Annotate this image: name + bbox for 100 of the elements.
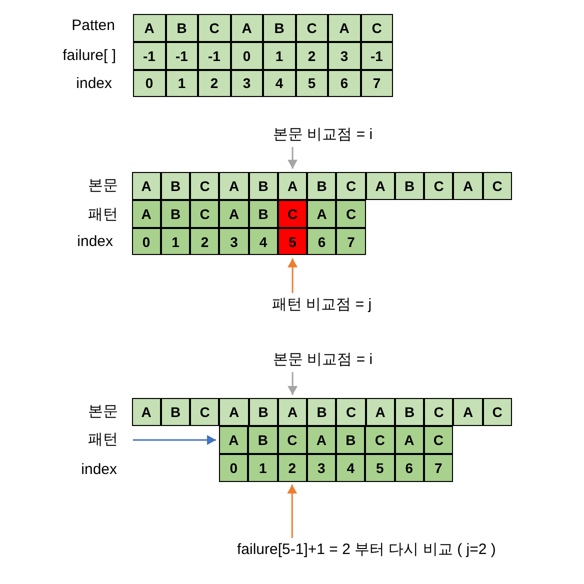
row-label: Patten: [72, 17, 115, 35]
index-cell: 1: [248, 454, 278, 482]
character-cell: B: [248, 398, 278, 426]
character-cell: A: [230, 14, 263, 42]
character-cell: A: [366, 172, 395, 200]
row-label: 본문: [88, 403, 118, 421]
character-cell: C: [190, 200, 220, 228]
row-label: index: [81, 461, 117, 479]
index-cell: 0: [219, 454, 248, 482]
character-cell: C: [190, 172, 220, 200]
character-cell: A: [394, 426, 424, 454]
character-cell: A: [132, 200, 161, 228]
row-label: 본문: [88, 177, 118, 195]
character-cell: B: [160, 200, 190, 228]
failure-value-cell: 0: [230, 42, 263, 70]
character-cell: B: [394, 398, 424, 426]
arrow: [133, 435, 216, 445]
failure-value-cell: 3: [328, 42, 360, 70]
character-cell: C: [482, 172, 512, 200]
character-cell: A: [328, 14, 360, 42]
highlighted-cell: 5: [278, 228, 308, 256]
pointer-caption: 본문 비교점 = i: [273, 351, 373, 369]
highlighted-cell: C: [278, 200, 308, 228]
arrow: [288, 258, 298, 293]
arrow: [288, 372, 298, 395]
character-cell: B: [160, 172, 190, 200]
character-cell: A: [278, 398, 308, 426]
character-cell: C: [424, 172, 454, 200]
character-cell: A: [132, 172, 161, 200]
index-cell: 4: [248, 228, 278, 256]
index-cell: 0: [133, 70, 166, 98]
character-cell: B: [248, 200, 278, 228]
index-cell: 7: [424, 454, 453, 482]
failure-value-cell: -1: [360, 42, 393, 70]
character-cell: B: [166, 14, 198, 42]
row-label: 패턴: [88, 431, 118, 449]
character-cell: C: [360, 14, 393, 42]
index-cell: 2: [278, 454, 307, 482]
index-cell: 0: [132, 228, 161, 256]
pointer-caption: 본문 비교점 = i: [273, 126, 373, 144]
character-cell: A: [219, 200, 249, 228]
character-cell: A: [278, 172, 308, 200]
arrow: [287, 484, 298, 538]
index-cell: 4: [336, 454, 366, 482]
character-cell: B: [160, 398, 190, 426]
character-cell: A: [306, 426, 336, 454]
character-cell: B: [263, 14, 296, 42]
index-cell: 2: [190, 228, 220, 256]
failure-value-cell: 1: [263, 42, 296, 70]
character-cell: C: [190, 398, 220, 426]
pointer-caption: 패턴 비교점 = j: [272, 296, 372, 314]
failure-value-cell: -1: [133, 42, 166, 70]
character-cell: C: [424, 426, 453, 454]
character-cell: A: [453, 398, 483, 426]
character-cell: C: [424, 398, 454, 426]
pointer-caption: failure[5-1]+1 = 2 부터 다시 비교 ( j=2 ): [237, 541, 496, 559]
character-cell: C: [278, 426, 307, 454]
character-cell: C: [336, 172, 366, 200]
character-cell: A: [219, 398, 249, 426]
index-cell: 1: [160, 228, 190, 256]
character-cell: C: [365, 426, 394, 454]
character-cell: A: [132, 398, 161, 426]
index-cell: 3: [230, 70, 263, 98]
failure-value-cell: -1: [166, 42, 198, 70]
index-cell: 4: [263, 70, 296, 98]
character-cell: A: [307, 200, 336, 228]
row-label: failure[ ]: [62, 47, 116, 65]
character-cell: B: [248, 426, 278, 454]
index-cell: 6: [307, 228, 336, 256]
failure-value-cell: 2: [296, 42, 328, 70]
character-cell: C: [296, 14, 328, 42]
character-cell: B: [336, 426, 366, 454]
index-cell: 7: [360, 70, 393, 98]
index-cell: 6: [394, 454, 424, 482]
character-cell: C: [482, 398, 512, 426]
character-cell: C: [336, 398, 366, 426]
failure-value-cell: -1: [198, 42, 230, 70]
index-cell: 7: [336, 228, 366, 256]
character-cell: C: [336, 200, 366, 228]
character-cell: B: [307, 398, 336, 426]
character-cell: A: [219, 426, 248, 454]
character-cell: B: [307, 172, 336, 200]
index-cell: 5: [365, 454, 394, 482]
index-cell: 5: [296, 70, 328, 98]
character-cell: C: [198, 14, 230, 42]
index-cell: 6: [328, 70, 360, 98]
character-cell: A: [453, 172, 483, 200]
index-cell: 3: [306, 454, 336, 482]
arrow: [288, 147, 298, 169]
character-cell: A: [219, 172, 249, 200]
character-cell: B: [248, 172, 278, 200]
index-cell: 1: [166, 70, 198, 98]
index-cell: 2: [198, 70, 230, 98]
row-label: 패턴: [88, 206, 118, 224]
row-label: index: [76, 75, 112, 93]
character-cell: A: [366, 398, 395, 426]
character-cell: B: [394, 172, 424, 200]
row-label: index: [77, 233, 113, 251]
character-cell: A: [133, 14, 166, 42]
index-cell: 3: [219, 228, 249, 256]
